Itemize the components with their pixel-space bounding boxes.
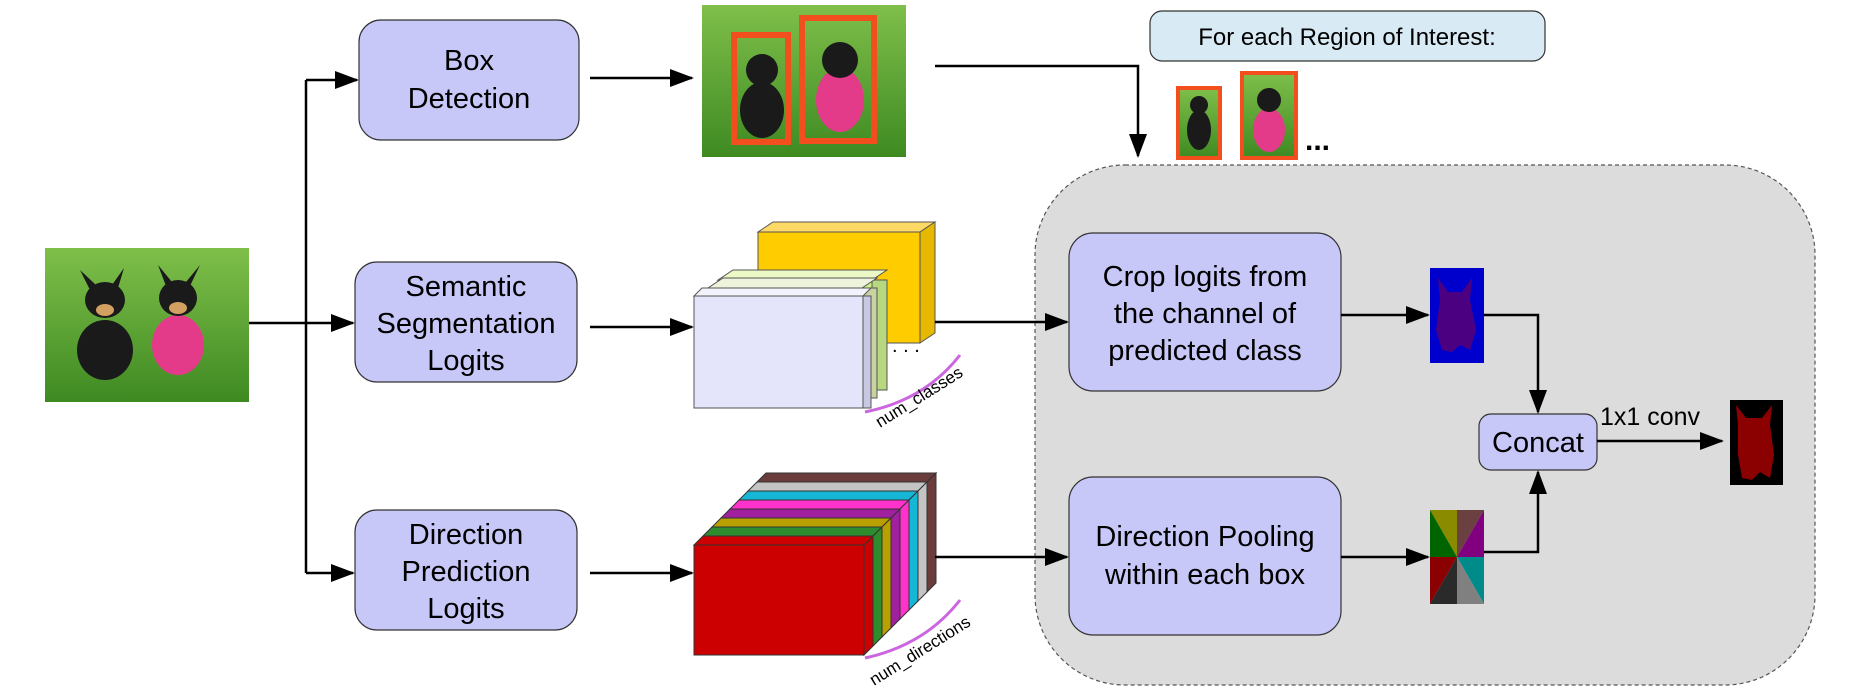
direction-pooling-box <box>1068 476 1342 636</box>
roi-header-label: For each Region of Interest: <box>1198 24 1496 51</box>
box-to-thumbnail-arrows <box>1341 306 1430 566</box>
direction-prediction-label-line3: Logits <box>427 593 504 625</box>
input-branch-arrows <box>249 71 359 582</box>
direction-prediction-label-line2: Prediction <box>402 556 531 588</box>
semantic-stack-dots: . . . <box>892 335 920 357</box>
stack-to-panel-arrows <box>935 313 1069 566</box>
pinwheel-sector-8 <box>1430 510 1457 557</box>
direction-channel-1 <box>755 471 938 594</box>
conv-label: 1x1 conv <box>1600 403 1701 431</box>
pinwheel-sector-5 <box>1457 557 1484 604</box>
detection-box-left <box>731 32 791 145</box>
semantic-seg-label-line3: Logits <box>427 345 504 377</box>
pinwheel-sector-3 <box>1457 510 1484 557</box>
detection-box-right <box>799 15 877 144</box>
direction-pooling-label-line1: Direction Pooling <box>1095 521 1314 553</box>
crop-logits-label-line3: predicted class <box>1108 335 1301 367</box>
roi-ellipsis: ... <box>1305 124 1330 157</box>
num-classes-curve <box>864 354 962 414</box>
box-output-arrows <box>590 69 694 582</box>
pinwheel-sector-7 <box>1430 557 1457 604</box>
direction-logits-stack <box>692 471 938 657</box>
semantic-segmentation-box <box>354 261 578 383</box>
box-detection-label-line1: Box <box>444 45 494 77</box>
semantic-seg-label-line2: Segmentation <box>377 308 556 340</box>
roi-header-box <box>1149 10 1546 62</box>
direction-pooling-thumbnail <box>1430 510 1484 604</box>
direction-prediction-label-line1: Direction <box>409 519 523 551</box>
direction-channel-8 <box>692 534 875 657</box>
direction-prediction-box <box>354 509 578 631</box>
box-detection-label-line2: Detection <box>408 83 531 115</box>
crop-logits-label-line2: the channel of <box>1114 298 1297 330</box>
num-directions-curve <box>864 599 962 660</box>
roi-crop-thumbnail-1 <box>1176 86 1222 160</box>
cropped-semantic-mask <box>1430 268 1484 363</box>
roi-crop-thumbnail-2 <box>1240 71 1298 160</box>
direction-channel-3 <box>737 489 920 612</box>
direction-channel-2 <box>746 480 929 603</box>
semantic-seg-label-line1: Semantic <box>406 271 527 303</box>
detection-to-panel-arrow <box>935 64 1147 158</box>
final-instance-mask <box>1730 400 1783 485</box>
direction-pooling-label-line2: within each box <box>1104 559 1305 591</box>
input-image <box>45 248 249 402</box>
crop-logits-box <box>1068 232 1342 392</box>
concat-label: Concat <box>1492 427 1584 459</box>
semantic-logits-stack: . . . <box>692 221 937 409</box>
semantic-channel-front <box>692 287 873 409</box>
detection-output-image <box>702 5 906 157</box>
crop-logits-label-line1: Crop logits from <box>1103 261 1308 293</box>
box-detection-box <box>358 19 580 141</box>
to-concat-arrows <box>1484 313 1547 554</box>
